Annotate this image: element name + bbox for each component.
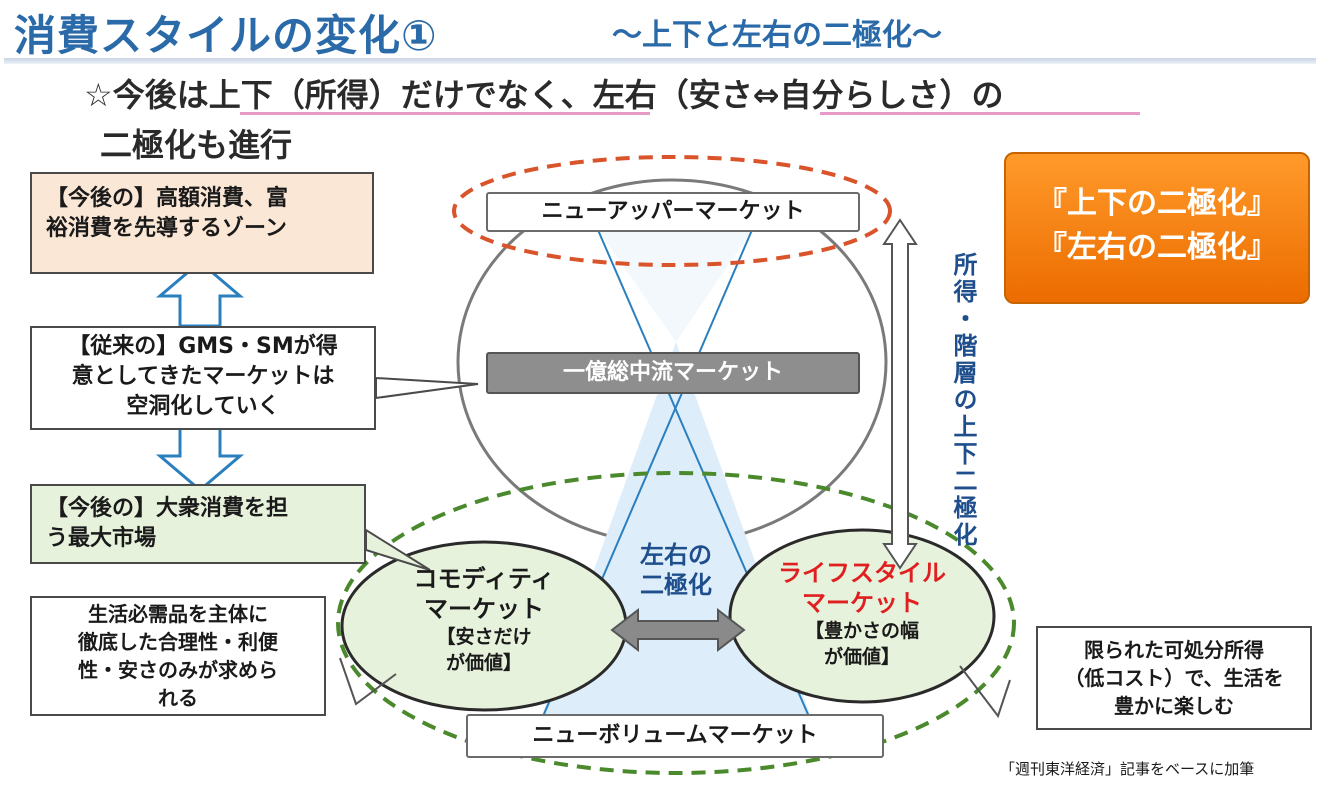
- limited-income-box: 限られた可処分所得 （低コスト）で、生活を 豊かに楽しむ: [1036, 626, 1312, 730]
- future-mass-line-2: う最大市場: [46, 526, 157, 551]
- daily-goods-line-4: れる: [158, 686, 198, 710]
- lead-underline-1: [240, 112, 650, 115]
- lifestyle-title-2: マーケット: [802, 589, 922, 617]
- lead-line-2: 二極化も進行: [100, 126, 293, 164]
- vertical-polarization-label: 所得・階層の上下二極化: [949, 252, 977, 549]
- upper-dashed-ellipse: [452, 155, 892, 267]
- lifestyle-value-1: 【豊かさの幅: [804, 620, 919, 642]
- vertical-double-arrow: [882, 218, 918, 570]
- traditional-callout-pointer: [375, 376, 479, 400]
- future-high-end-box: 【今後の】高額消費、富 裕消費を先導するゾーン: [30, 172, 374, 274]
- hourglass-top-fill: [598, 230, 752, 342]
- polarization-badge: 『上下の二極化』 『左右の二極化』: [1004, 152, 1310, 304]
- lower-dashed-ellipse: [336, 471, 1016, 775]
- lr-double-arrow: [610, 607, 746, 653]
- page-subtitle: ～上下と左右の二極化～: [612, 18, 942, 53]
- lifestyle-title-1: ライフスタイル: [778, 559, 946, 587]
- daily-goods-line-1: 生活必需品を主体に: [88, 602, 268, 626]
- daily-goods-line-2: 徹底した合理性・利便: [78, 630, 278, 654]
- lifestyle-ellipse: [728, 528, 996, 704]
- page-title: 消費スタイルの変化①: [14, 11, 438, 60]
- new-upper-market-label: ニューアッパーマーケット: [486, 192, 860, 232]
- source-credit: 「週刊東洋経済」記事をベースに加筆: [1000, 760, 1255, 778]
- daily-goods-box: 生活必需品を主体に 徹底した合理性・利便 性・安さのみが求めら れる: [30, 596, 326, 716]
- new-volume-market-label: ニューボリュームマーケット: [466, 714, 884, 758]
- limited-income-line-1: 限られた可処分所得: [1084, 638, 1264, 662]
- mass-callout-pointer: [365, 528, 431, 571]
- lead-line-1: ☆今後は上下（所得）だけでなく、左右（安さ⇔自分らしさ）の: [84, 76, 1004, 114]
- traditional-line-2: 意としてきたマーケットは: [71, 364, 335, 389]
- limited-income-line-3: 豊かに楽しむ: [1114, 694, 1234, 718]
- lifestyle-value-2: が価値】: [823, 646, 900, 668]
- future-high-end-line-2: 裕消費を先導するゾーン: [46, 216, 287, 241]
- commodity-value-2: が価値】: [445, 652, 522, 674]
- lifestyle-market-label: ライフスタイル マーケット 【豊かさの幅 が価値】: [740, 558, 984, 670]
- badge-line-2: 『左右の二極化』: [1037, 230, 1277, 265]
- limited-income-line-2: （低コスト）で、生活を: [1064, 666, 1284, 690]
- lr-polarization-label: 左右の 二極化: [616, 540, 736, 600]
- left-check-mark: [339, 657, 397, 706]
- badge-line-1: 『上下の二極化』: [1037, 186, 1277, 221]
- right-check-mark: [959, 665, 1011, 719]
- commodity-title-2: マーケット: [424, 595, 544, 623]
- traditional-market-box: 【従来の】GMS・SMが得 意としてきたマーケットは 空洞化していく: [30, 326, 376, 430]
- down-block-arrow: [155, 426, 245, 492]
- middle-market-label: 一億総中流マーケット: [486, 352, 860, 394]
- lr-label-line-1: 左右の: [640, 541, 712, 569]
- commodity-value-1: 【安さだけ: [436, 626, 532, 648]
- daily-goods-line-3: 性・安さのみが求めら: [78, 658, 278, 682]
- traditional-line-1: 【従来の】GMS・SMが得: [68, 334, 338, 359]
- traditional-line-3: 空洞化していく: [126, 394, 280, 419]
- lead-underline-2: [820, 112, 1140, 115]
- title-rule: [4, 58, 1316, 64]
- future-mass-box: 【今後の】大衆消費を担 う最大市場: [30, 484, 366, 564]
- future-high-end-line-1: 【今後の】高額消費、富: [46, 186, 289, 211]
- future-mass-line-1: 【今後の】大衆消費を担: [46, 496, 289, 521]
- commodity-market-label: コモディティ マーケット 【安さだけ が価値】: [364, 564, 604, 676]
- commodity-title-1: コモディティ: [413, 565, 555, 593]
- lr-label-line-2: 二極化: [640, 571, 712, 599]
